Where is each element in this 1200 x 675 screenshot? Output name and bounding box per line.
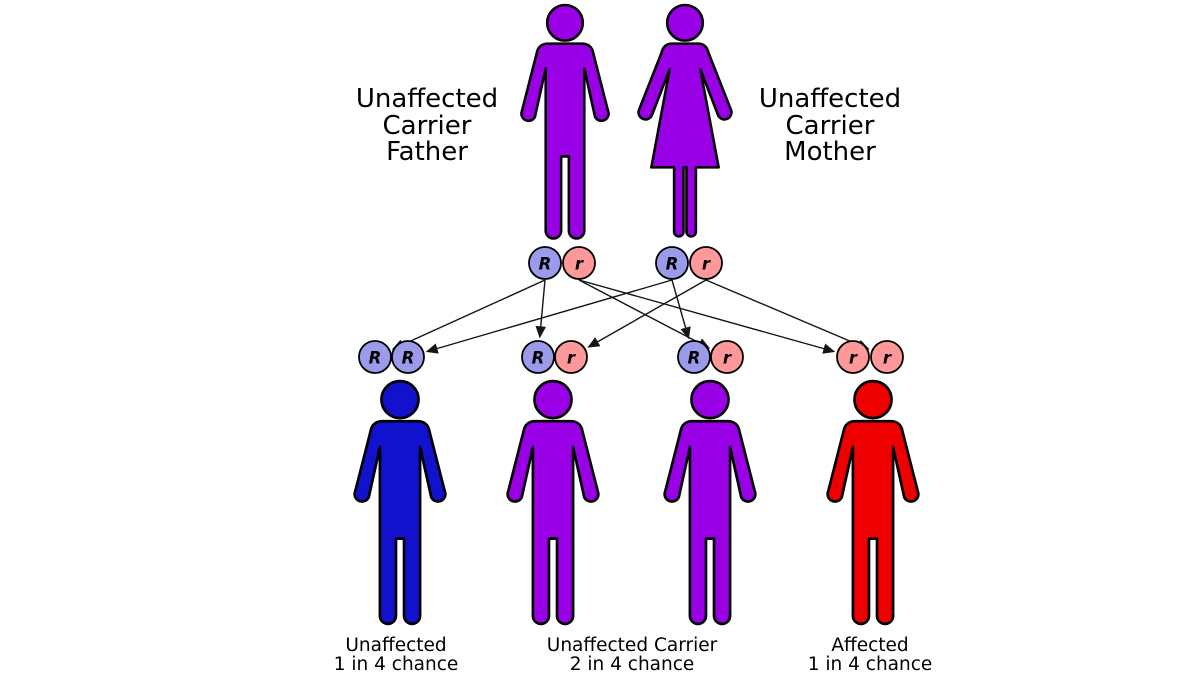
arrow-mother-R-to-child1 <box>425 279 673 354</box>
outcome-affected-line1: Affected <box>831 635 909 656</box>
child3-figure-carrier <box>663 379 757 626</box>
child1-allele-2-letter: R <box>402 349 415 368</box>
outcome-label-carrier: Unaffected Carrier 2 in 4 chance <box>512 635 752 675</box>
arrow-mother-R-to-child3 <box>671 279 691 340</box>
outcome-label-affected: Affected 1 in 4 chance <box>770 635 970 675</box>
child3-alleles: R r <box>677 340 744 374</box>
mother-allele-R-letter: R <box>666 255 679 274</box>
arrow-mother-r-to-child2 <box>587 279 707 348</box>
child4-allele-1-letter: r <box>849 349 858 368</box>
outcome-affected-line2: 1 in 4 chance <box>807 653 933 675</box>
father-alleles: R r <box>528 246 596 280</box>
mother-allele-r-letter: r <box>702 255 711 274</box>
father-label-line3: Father <box>386 137 468 167</box>
child3-allele-1-circle <box>677 340 711 374</box>
father-allele-R-circle <box>528 246 562 280</box>
father-allele-r-circle <box>562 246 596 280</box>
child2-allele-2-circle <box>554 340 588 374</box>
child3-allele-1-letter: R <box>688 349 701 368</box>
child2-allele-1-letter: R <box>532 349 545 368</box>
child2-figure-carrier <box>506 379 600 626</box>
father-label-line1: Unaffected <box>355 84 499 114</box>
outcome-carrier-line1: Unaffected Carrier <box>546 635 718 656</box>
father-label-line2: Carrier <box>382 110 472 141</box>
outcome-unaffected-line2: 1 in 4 chance <box>333 653 459 675</box>
mother-label-line2: Carrier <box>785 110 875 141</box>
father-allele-r-letter: r <box>575 255 584 274</box>
child3-allele-2-circle <box>710 340 744 374</box>
child4-figure-affected <box>826 379 920 626</box>
mother-figure <box>637 3 733 238</box>
child1-figure-unaffected <box>353 379 447 626</box>
child4-alleles: r r <box>836 340 904 374</box>
child2-allele-2-letter: r <box>567 349 576 368</box>
mother-alleles: R r <box>655 246 723 280</box>
father-label: Unaffected Carrier Father <box>317 86 537 166</box>
mother-label-line3: Mother <box>784 137 876 167</box>
child1-allele-1-circle <box>358 340 392 374</box>
child4-allele-1-circle <box>836 340 870 374</box>
child1-allele-1-letter: R <box>369 349 382 368</box>
mother-allele-r-circle <box>689 246 723 280</box>
child4-allele-2-circle <box>870 340 904 374</box>
child4-allele-2-letter: r <box>883 349 892 368</box>
child2-allele-1-circle <box>521 340 555 374</box>
child3-allele-2-letter: r <box>723 349 732 368</box>
arrow-mother-r-to-child4 <box>705 279 870 350</box>
arrow-father-r-to-child4 <box>578 279 836 354</box>
outcome-carrier-line2: 2 in 4 chance <box>569 653 695 675</box>
mother-label: Unaffected Carrier Mother <box>720 86 940 166</box>
child1-alleles: R R <box>358 340 425 374</box>
father-allele-R-letter: R <box>539 255 552 274</box>
outcome-label-unaffected: Unaffected 1 in 4 chance <box>296 635 496 675</box>
mother-allele-R-circle <box>655 246 689 280</box>
child1-allele-2-circle <box>391 340 425 374</box>
mother-label-line1: Unaffected <box>758 84 902 114</box>
outcome-unaffected-line1: Unaffected <box>345 635 447 656</box>
arrow-father-R-to-child2 <box>535 279 547 339</box>
arrow-father-R-to-child1 <box>391 279 546 350</box>
child2-alleles: R r <box>521 340 588 374</box>
inheritance-arrows <box>391 279 870 354</box>
